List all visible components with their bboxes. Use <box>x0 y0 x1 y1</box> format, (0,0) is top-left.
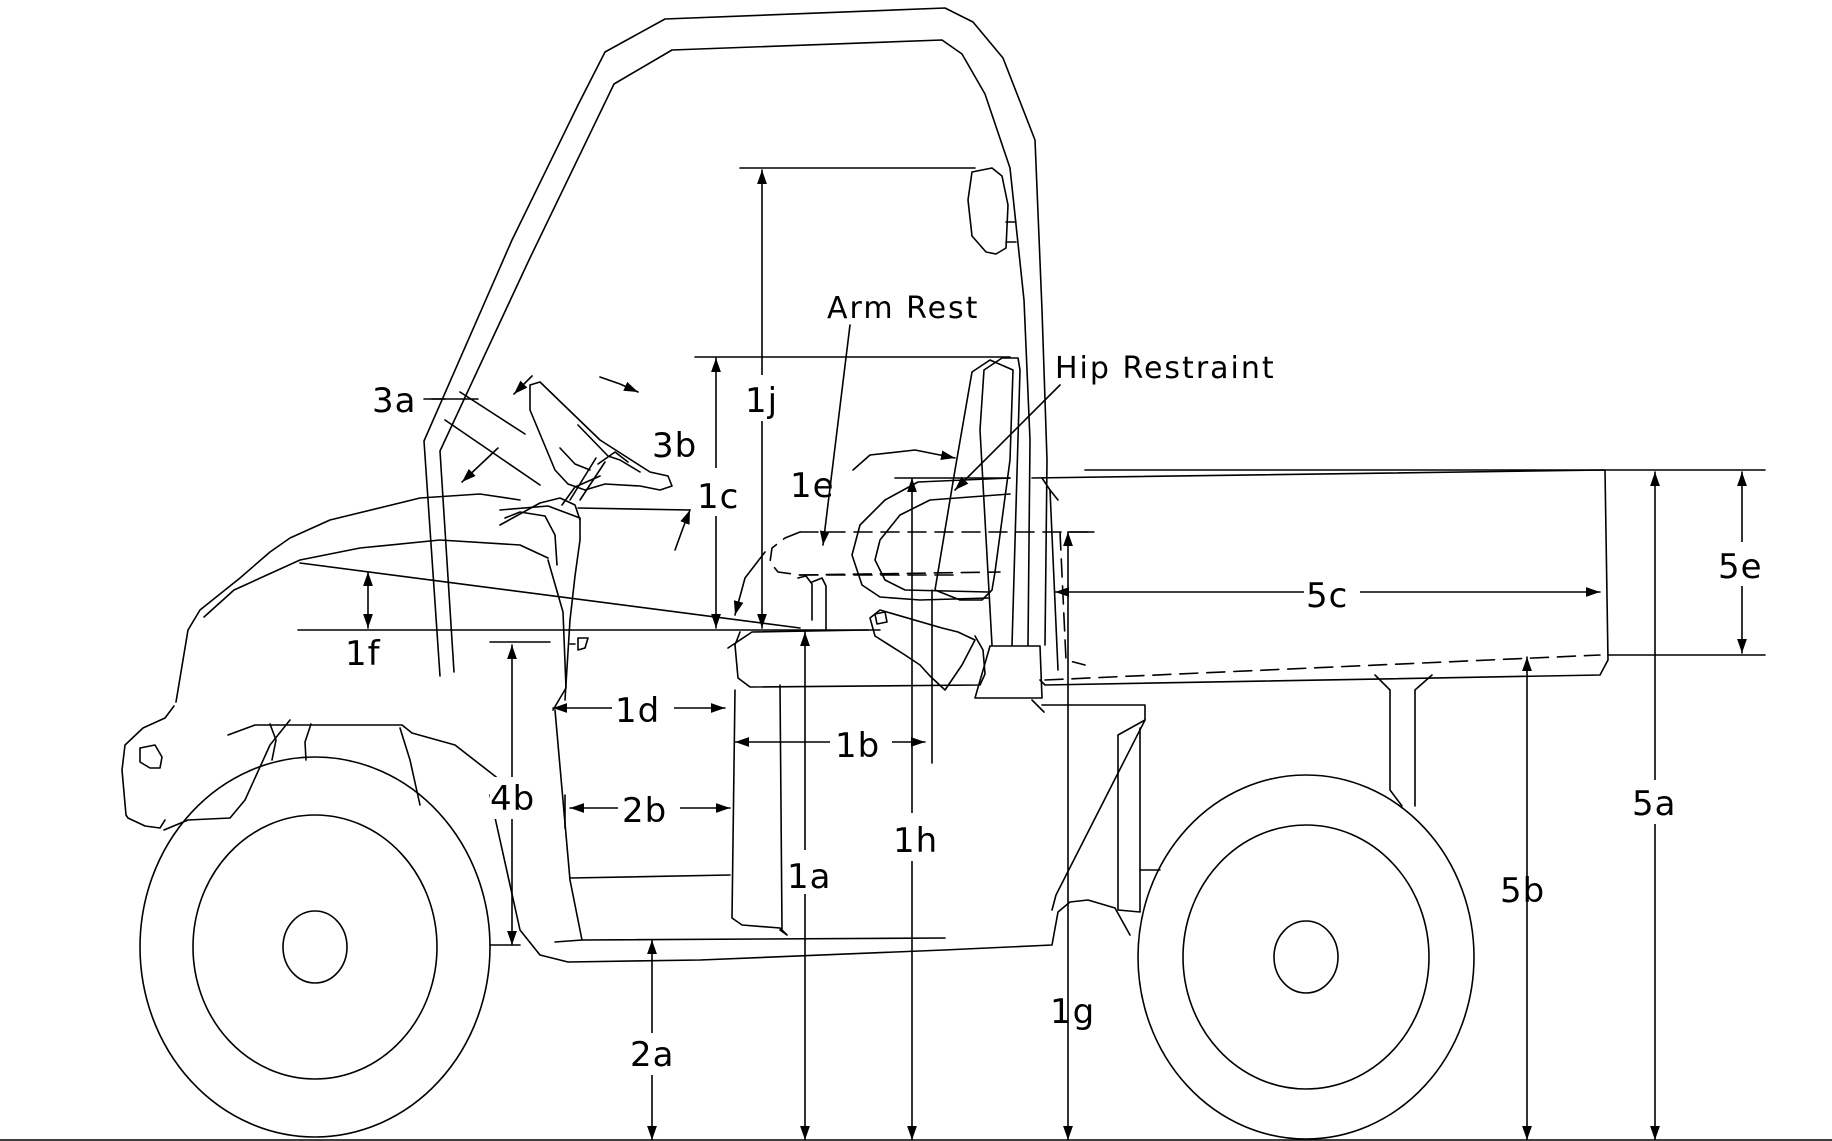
arm-rest-callout: Arm Rest <box>827 291 979 326</box>
seat <box>727 359 1014 936</box>
rear-wheel <box>1137 774 1475 1140</box>
arm-rest-leader <box>819 324 851 546</box>
mirror <box>967 167 1009 255</box>
hip-restraint-callout: Hip Restraint <box>1055 351 1276 386</box>
dim-label-5c: 5c <box>1306 576 1348 616</box>
dim-label-2b: 2b <box>622 791 667 831</box>
dim-label-3b: 3b <box>652 426 697 466</box>
hip-restraint-leader <box>954 384 1061 491</box>
dim-label-1e: 1e <box>790 466 835 506</box>
dim-label-5a: 5a <box>1632 784 1676 824</box>
roll-cage <box>423 7 1048 699</box>
dim-label-1j: 1j <box>745 381 778 421</box>
front-wheel <box>139 756 491 1138</box>
dim-label-1f: 1f <box>345 634 381 674</box>
dim-label-4b: 4b <box>490 779 535 819</box>
dim-label-3a: 3a <box>372 381 416 421</box>
dim-label-5e: 5e <box>1718 547 1763 587</box>
cargo-bed <box>1031 469 1609 686</box>
seat-belt-buckle <box>869 609 976 691</box>
dim-label-1c: 1c <box>697 477 739 517</box>
dim-label-1a: 1a <box>787 857 831 897</box>
steering-assembly <box>499 381 691 526</box>
arm-rest <box>769 531 1091 631</box>
rear-frame <box>1031 674 1433 913</box>
dim-label-5b: 5b <box>1500 871 1545 911</box>
dim-label-2a: 2a <box>630 1035 674 1075</box>
shifter <box>569 637 589 651</box>
front-body <box>121 493 1131 963</box>
dim-label-1b: 1b <box>835 726 880 766</box>
dim-label-1g: 1g <box>1050 992 1095 1032</box>
hip-restraint <box>851 477 1011 601</box>
dim-label-1d: 1d <box>615 691 660 731</box>
dim-label-1h: 1h <box>893 821 938 861</box>
